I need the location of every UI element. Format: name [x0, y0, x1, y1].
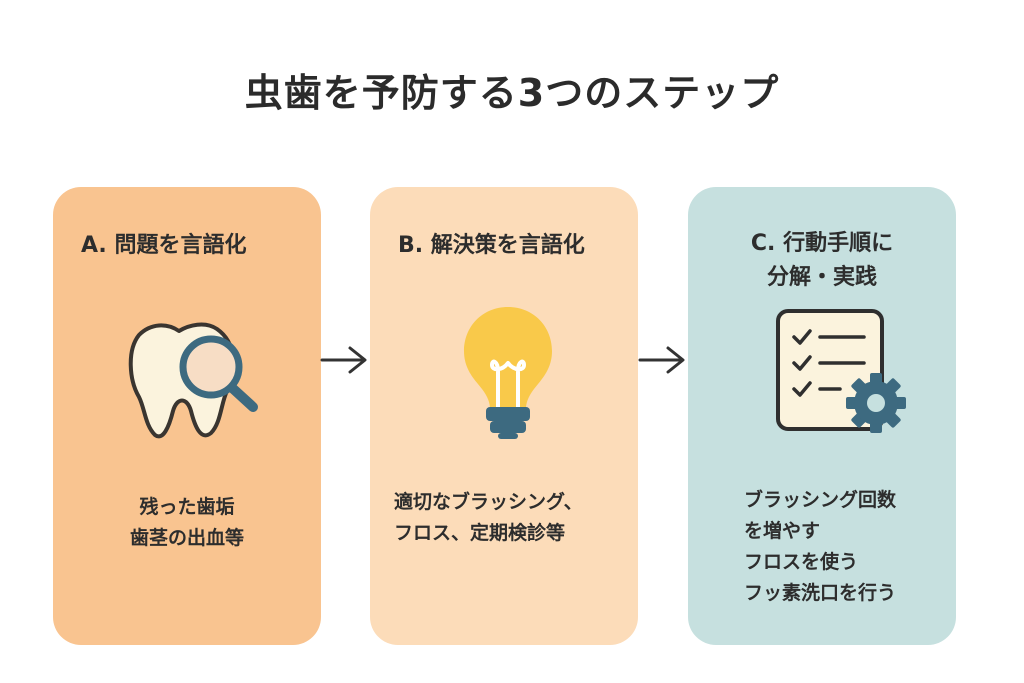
- arrow-right-icon: [638, 345, 688, 375]
- step-c-description: ブラッシング回数 を増やす フロスを使う フッ素洗口を行う: [744, 485, 896, 609]
- step-b-desc-line: 適切なブラッシング、: [394, 491, 583, 513]
- step-card-c: C. 行動手順に 分解・実践: [688, 187, 956, 645]
- tooth-magnifier-icon: [117, 305, 267, 445]
- step-c-heading: C. 行動手順に 分解・実践: [688, 227, 956, 295]
- step-c-desc-line: ブラッシング回数: [744, 489, 897, 511]
- lightbulb-icon: [458, 303, 558, 443]
- step-a-heading-line: A. 問題を言語化: [81, 233, 247, 258]
- step-a-heading: A. 問題を言語化: [81, 229, 246, 263]
- step-c-desc-line: を増やす: [744, 520, 821, 542]
- step-b-heading-line: B. 解決策を言語化: [398, 233, 585, 258]
- checklist-gear-icon: [772, 307, 912, 437]
- step-c-heading-line: C. 行動手順に: [750, 231, 894, 256]
- step-c-desc-line: フロスを使う: [744, 551, 859, 573]
- step-a-desc-line: 歯茎の出血等: [129, 527, 244, 549]
- step-b-desc-line: フロス、定期検診等: [394, 522, 566, 544]
- step-c-desc-line: フッ素洗口を行う: [744, 582, 897, 604]
- step-a-description: 残った歯垢 歯茎の出血等: [53, 492, 321, 554]
- step-a-desc-line: 残った歯垢: [139, 496, 235, 518]
- page-title: 虫歯を予防する3つのステップ: [244, 71, 780, 115]
- step-card-b: B. 解決策を言語化 適切なブラッシング、 フロス、定期検診等: [370, 187, 638, 645]
- step-c-heading-line: 分解・実践: [766, 265, 877, 290]
- arrow-right-icon: [320, 345, 370, 375]
- step-b-heading: B. 解決策を言語化: [398, 229, 585, 263]
- step-card-a: A. 問題を言語化 残った歯垢 歯茎の出血等: [53, 187, 321, 645]
- step-b-description: 適切なブラッシング、 フロス、定期検診等: [394, 487, 583, 549]
